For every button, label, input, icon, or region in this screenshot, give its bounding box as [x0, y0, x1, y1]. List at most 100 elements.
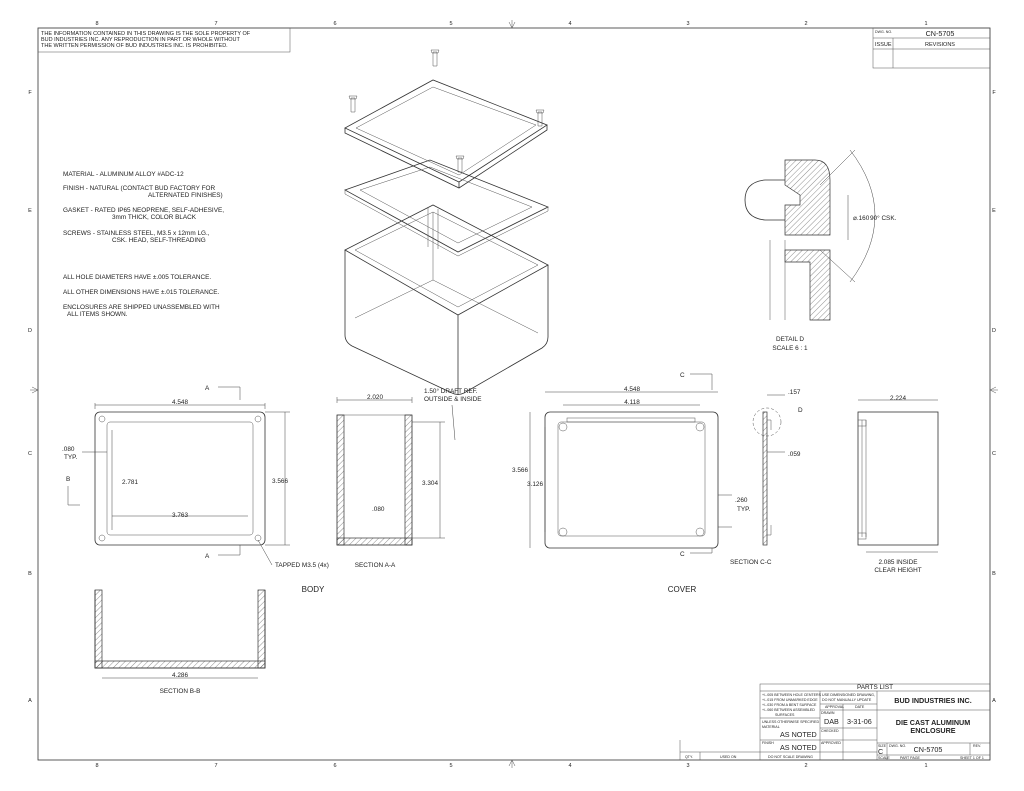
drawing-title: DIE CAST ALUMINUM — [896, 718, 970, 727]
dim-cover-height: 3.566 — [512, 467, 528, 474]
do-not-scale: DO NOT SCALE DRAWING — [768, 755, 813, 759]
size-label: SIZE — [878, 744, 887, 748]
section-b-b-title: SECTION B-B — [160, 688, 201, 695]
sheet-number: SHEET 1 OF 1 — [960, 756, 984, 760]
draft-note: OUTSIDE & INSIDE — [424, 396, 482, 403]
section-marker-c: C — [680, 551, 685, 558]
date-label: DATE — [855, 705, 865, 709]
drawn-label: DRAWN — [821, 711, 835, 715]
zone-label: 8 — [95, 763, 98, 769]
zone-label: B — [28, 571, 32, 577]
used-on-label: USED ON — [720, 755, 737, 759]
dim-typ-label: TYP. — [64, 454, 78, 461]
section-c-c-view: .157 D .059 SECTION C-C — [730, 389, 803, 566]
material-value: AS NOTED — [780, 730, 817, 739]
revision-block: DWG. NO. CN-5705 ISSUE REVISIONS — [872, 27, 991, 69]
tolerance-note: +/-.005 BETWEEN HOLE CENTERS — [762, 693, 822, 697]
section-marker-a: A — [205, 385, 210, 392]
tolerance-note: SURFACES — [775, 713, 795, 717]
zone-label: 3 — [686, 763, 689, 769]
zone-label: 1 — [924, 21, 927, 27]
dim-cover-inner-height: 3.126 — [527, 481, 543, 488]
note-screws: CSK. HEAD, SELF-THREADING — [112, 237, 206, 244]
zone-label: F — [28, 90, 32, 96]
cover-top-view: 4.548 4.118 3.566 3.126 .260 TYP. C C CO… — [512, 372, 751, 594]
dim-body-height: 3.566 — [272, 478, 288, 485]
drawn-date: 3-31-06 — [847, 717, 872, 726]
gasket — [344, 159, 549, 253]
zone-label: C — [28, 451, 32, 457]
detail-angle: 90° CSK. — [870, 214, 897, 222]
note-screws: SCREWS - STAINLESS STEEL, M3.5 x 12mm LG… — [63, 230, 210, 237]
dim-side-width: 2.224 — [890, 395, 906, 402]
dim-section-width: 2.020 — [367, 394, 383, 401]
note-gasket: 3mm THICK, COLOR BLACK — [112, 214, 197, 221]
zone-label: A — [992, 698, 996, 704]
zone-label: E — [992, 208, 996, 214]
part-page-label: PART PAGE — [900, 756, 921, 760]
dim-typ-label: TYP. — [737, 506, 751, 513]
note-shipping: ENCLOSURES ARE SHIPPED UNASSEMBLED WITH — [63, 304, 220, 311]
detail-d-marker: D — [798, 407, 803, 414]
zone-label: F — [992, 90, 996, 96]
clear-height-note: 2.085 INSIDE — [878, 559, 917, 566]
section-marker-a: A — [205, 553, 210, 560]
detail-diameter: ⌀.160 — [853, 215, 870, 222]
finish-label: FINISH — [762, 741, 774, 745]
notice-line: THE INFORMATION CONTAINED IN THIS DRAWIN… — [41, 31, 251, 37]
side-view: 2.224 2.085 INSIDE CLEAR HEIGHT — [857, 395, 939, 574]
note-material: MATERIAL - ALUMINUM ALLOY #ADC-12 — [63, 171, 184, 178]
note-shipping: ALL ITEMS SHOWN. — [67, 311, 128, 318]
dim-body-width: 4.548 — [172, 399, 188, 406]
cover-title: COVER — [668, 585, 697, 594]
zone-label: 3 — [686, 21, 689, 27]
qty-label: QTY. — [685, 755, 693, 759]
zone-label: 6 — [333, 763, 336, 769]
dim-cover-top: .157 — [788, 389, 801, 396]
note-dimension-tolerance: ALL OTHER DIMENSIONS HAVE ±.015 TOLERANC… — [63, 289, 220, 296]
dim-section-height: 3.304 — [422, 480, 438, 487]
zone-label: 6 — [333, 21, 336, 27]
proprietary-notice: THE INFORMATION CONTAINED IN THIS DRAWIN… — [37, 27, 291, 53]
scale-label: SCALE — [878, 756, 890, 760]
zone-label: 4 — [568, 21, 571, 27]
detail-d-scale: SCALE 6 : 1 — [772, 345, 808, 352]
zone-label: 2 — [804, 763, 807, 769]
rev-label: REV. — [973, 744, 981, 748]
zone-label: 7 — [214, 763, 217, 769]
tapped-holes-note: TAPPED M3.5 (4x) — [275, 562, 329, 569]
issue-label: ISSUE — [875, 42, 892, 48]
dwg-no: CN-5705 — [926, 29, 955, 38]
zone-label: B — [992, 571, 996, 577]
section-a-a-view: 2.020 1.50° DRAFT REF. OUTSIDE & INSIDE … — [336, 387, 482, 569]
dim-section-wall: .080 — [372, 506, 385, 513]
zone-label: 1 — [924, 763, 927, 769]
finish-value: AS NOTED — [780, 743, 817, 752]
approval-label: APPROVAL — [825, 705, 844, 709]
size-value: C — [878, 747, 883, 756]
parts-list-header: PARTS LIST — [857, 684, 893, 691]
revisions-label: REVISIONS — [925, 42, 955, 48]
detail-d-title: DETAIL D — [776, 336, 804, 343]
dim-cover-typ: .260 — [735, 497, 748, 504]
note-hole-tolerance: ALL HOLE DIAMETERS HAVE ±.005 TOLERANCE. — [63, 274, 211, 281]
zone-label: 5 — [449, 21, 452, 27]
zone-label: D — [28, 328, 32, 334]
general-notes: MATERIAL - ALUMINUM ALLOY #ADC-12 FINISH… — [63, 171, 224, 318]
dwg-no-label: DWG. NO. — [889, 744, 906, 748]
zone-label: 4 — [568, 763, 571, 769]
dim-cover-thickness: .059 — [788, 451, 801, 458]
unless-specified: UNLESS OTHERWISE SPECIFIED — [762, 720, 819, 724]
dim-section-bb-width: 4.286 — [172, 672, 188, 679]
drawing-title: ENCLOSURE — [910, 726, 955, 735]
zone-label: 8 — [95, 21, 98, 27]
zone-label: 7 — [214, 21, 217, 27]
use-dimensioned-note: DO NOT MANUALLY UPDATE — [822, 698, 872, 702]
approved-label: APPROVED — [821, 741, 841, 745]
dim-cover-width: 4.548 — [624, 386, 640, 393]
detail-d-view: ⌀.160 90° CSK. DETAIL D SCALE 6 : 1 — [744, 149, 897, 352]
clear-height-note: CLEAR HEIGHT — [874, 567, 921, 574]
drawn-by: DAB — [824, 717, 839, 726]
